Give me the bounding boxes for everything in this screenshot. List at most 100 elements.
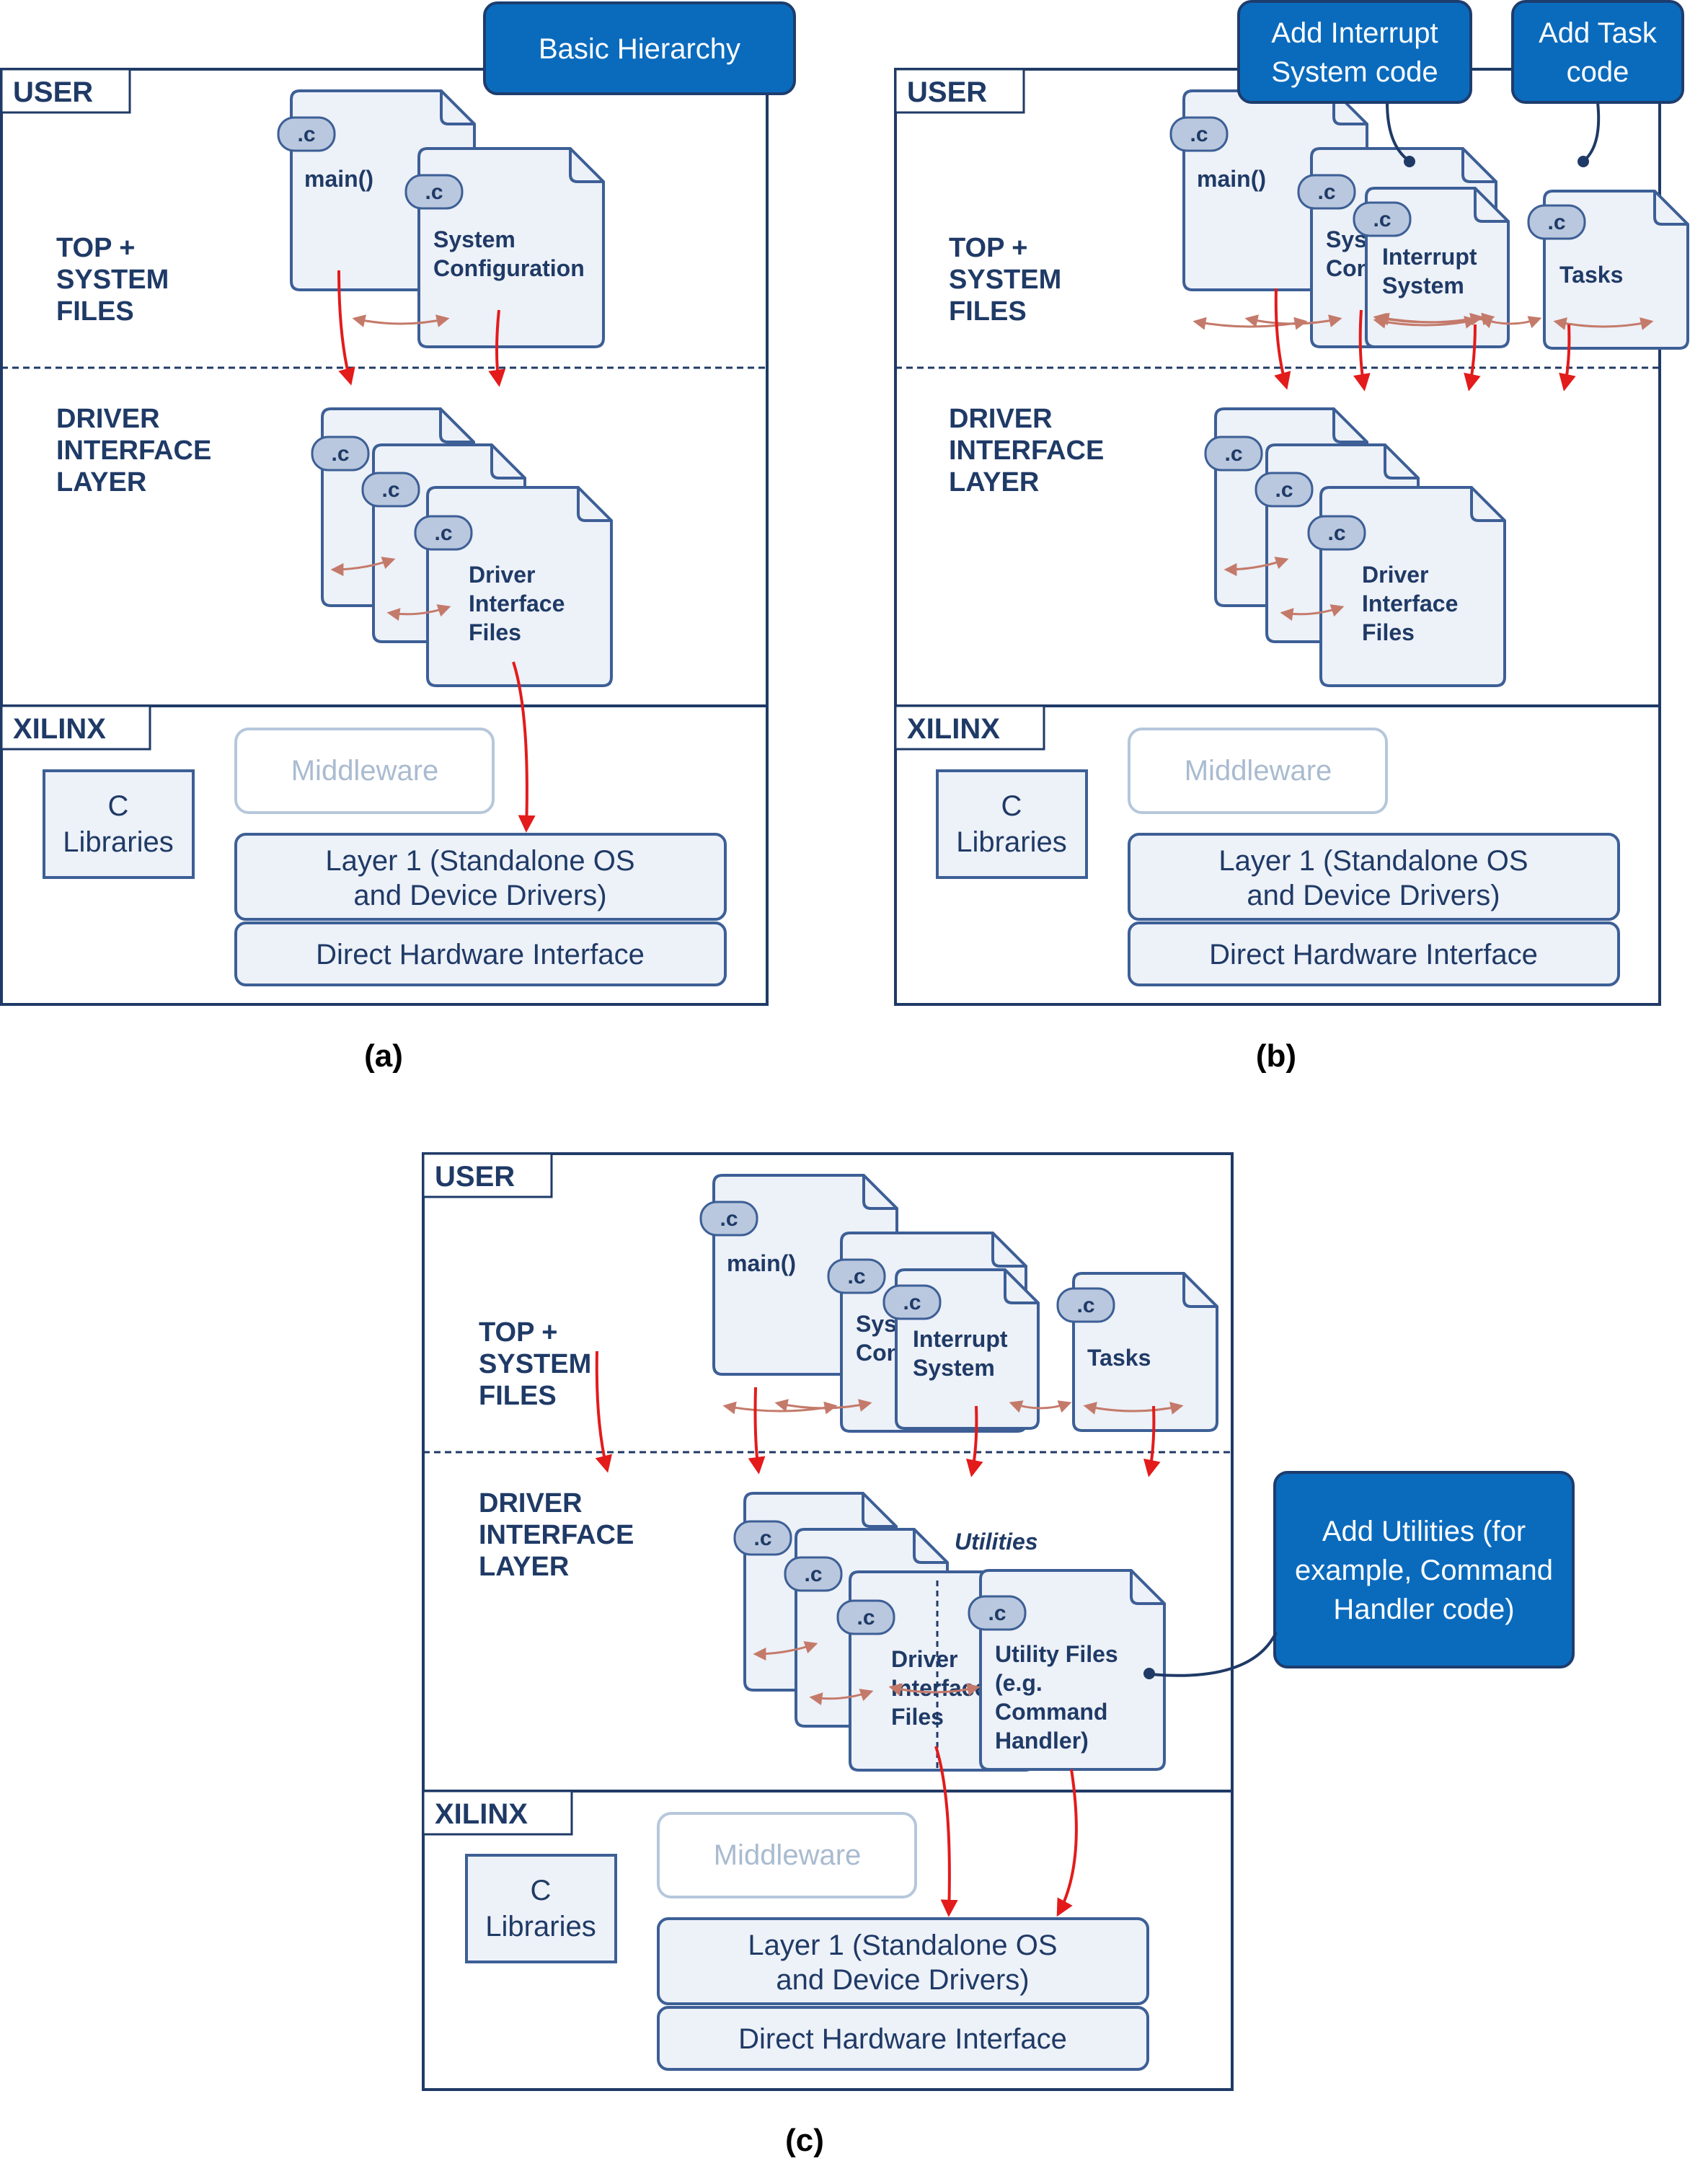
call-arrow <box>1143 1405 1161 1477</box>
top-system-files-label: TOP + <box>479 1317 558 1348</box>
layer1-label: and Device Drivers) <box>353 880 606 911</box>
c-file-badge <box>836 1599 895 1635</box>
interrupt-system-label: Interrupt <box>1382 244 1477 270</box>
page-fold <box>1332 91 1367 125</box>
c-file-badge <box>1056 1287 1115 1323</box>
c-file-badge-label: .c <box>1373 208 1391 231</box>
middleware-label: Middleware <box>714 1839 862 1871</box>
page-fold <box>1470 487 1505 522</box>
xilinx-tab-label: XILINX <box>435 1798 528 1830</box>
c-file-badge-label: .c <box>331 442 349 466</box>
c-libraries-box <box>936 769 1088 879</box>
c-file-badge <box>1527 204 1586 240</box>
c-file-badge <box>1353 201 1412 237</box>
call-arrow <box>934 1746 958 1917</box>
middleware-label: Middleware <box>1185 755 1332 787</box>
c-file-badge-label: .c <box>1327 521 1345 545</box>
xilinx-tab <box>0 704 151 751</box>
top-system-files-label: FILES <box>479 1381 557 1411</box>
system-configuration-label: System <box>433 226 516 252</box>
page-fold <box>913 1529 947 1564</box>
c-file-badge-label: .c <box>297 123 315 146</box>
main-file-label: main() <box>1197 166 1266 192</box>
add-interrupt-callout <box>1237 0 1472 104</box>
basic-hierarchy-callout <box>483 1 796 95</box>
c-libraries-label: Libraries <box>956 826 1066 858</box>
driver-files-label: Driver <box>1362 562 1429 588</box>
page-fold <box>490 445 525 479</box>
link-arrow <box>330 557 396 576</box>
driver-interface-layer-label: LAYER <box>479 1552 569 1582</box>
c-libraries-label: Libraries <box>63 826 173 858</box>
c-file-badge-label: .c <box>1076 1294 1094 1317</box>
layer1-label: and Device Drivers) <box>776 1964 1029 1996</box>
callout-connector <box>1583 102 1601 162</box>
link-arrow <box>888 1683 981 1697</box>
call-arrow <box>595 1351 612 1473</box>
link-arrow <box>1553 317 1654 330</box>
direct-hardware-box <box>1128 921 1620 986</box>
c-file-badge-label: .c <box>1275 478 1293 502</box>
c-file-badge-label: .c <box>425 180 443 204</box>
callout-connector-dot <box>1578 156 1589 167</box>
driver-files-label: Interface <box>1362 591 1458 616</box>
layer1-label: Layer 1 (Standalone OS <box>325 845 634 877</box>
page-fold <box>439 409 474 443</box>
top-system-files-label: FILES <box>949 296 1027 327</box>
c-file-badge-label: .c <box>753 1526 771 1550</box>
page-fold <box>440 91 474 125</box>
interrupt-system-label: Interrupt <box>913 1326 1008 1352</box>
c-libraries-label: C <box>531 1875 552 1906</box>
driver-interface-file <box>426 486 613 687</box>
add-task-callout-text: Add Task <box>1539 17 1658 49</box>
direct-hardware-label: Direct Hardware Interface <box>738 2023 1067 2055</box>
xilinx-tab <box>422 1790 573 1836</box>
panel-a: USERXILINX.cmain().cSystemConfigurationT… <box>0 1 796 1074</box>
link-arrow <box>1224 557 1289 576</box>
xilinx-tab-label: XILINX <box>907 713 1000 745</box>
c-file-badge <box>968 1595 1027 1631</box>
call-arrow <box>965 1405 983 1477</box>
c-libraries-label: C <box>1001 790 1022 822</box>
driver-interface-layer-label: INTERFACE <box>56 436 211 466</box>
panel-c: USERXILINX.cmain().cSystemConfigurationT… <box>422 1152 1575 2158</box>
c-file-badge <box>277 116 336 152</box>
c-file-badge <box>1307 515 1366 551</box>
page-fold <box>1474 188 1508 223</box>
page-fold <box>569 149 603 183</box>
user-tab-label: USER <box>907 76 987 108</box>
c-file-badge-label: .c <box>804 1562 822 1586</box>
callout-connector <box>1150 1632 1278 1677</box>
add-interrupt-callout-text: System code <box>1271 56 1438 88</box>
call-arrow <box>1464 324 1481 392</box>
panel-b: USERXILINX.cmain().cSystemConfigurationT… <box>894 0 1689 1074</box>
c-file-badge <box>733 1520 792 1556</box>
layer1-label: Layer 1 (Standalone OS <box>1218 845 1528 877</box>
c-file-badge <box>784 1556 843 1592</box>
page-fold <box>991 1233 1026 1268</box>
add-utilities-callout-text: example, Command <box>1295 1555 1553 1586</box>
driver-files-label: Interface <box>469 591 565 616</box>
panel-caption: (b) <box>1256 1038 1296 1074</box>
c-libraries-label: C <box>108 790 129 822</box>
top-system-files-label: FILES <box>56 296 134 327</box>
interrupt-system-label: System <box>1382 273 1464 299</box>
main-file-label: main() <box>304 166 373 192</box>
direct-hardware-label: Direct Hardware Interface <box>1209 939 1538 971</box>
top-system-files-label: SYSTEM <box>56 265 169 295</box>
c-file-badge <box>827 1258 886 1294</box>
driver-interface-layer-label: DRIVER <box>56 404 160 434</box>
add-task-callout-text: code <box>1567 56 1629 88</box>
utility-files-label: Utility Files <box>995 1641 1118 1667</box>
driver-interface-layer-label: DRIVER <box>949 404 1053 434</box>
interrupt-system-label: System <box>913 1355 995 1381</box>
xilinx-tab-label: XILINX <box>13 713 106 745</box>
c-file-badge-label: .c <box>1317 180 1335 204</box>
xilinx-tab <box>894 704 1045 751</box>
direct-hardware-box <box>657 2006 1149 2071</box>
middleware-label: Middleware <box>291 755 439 787</box>
call-arrow <box>1056 1769 1078 1917</box>
middleware-box <box>657 1812 917 1898</box>
link-arrow <box>1479 316 1542 329</box>
page-fold <box>862 1175 897 1210</box>
